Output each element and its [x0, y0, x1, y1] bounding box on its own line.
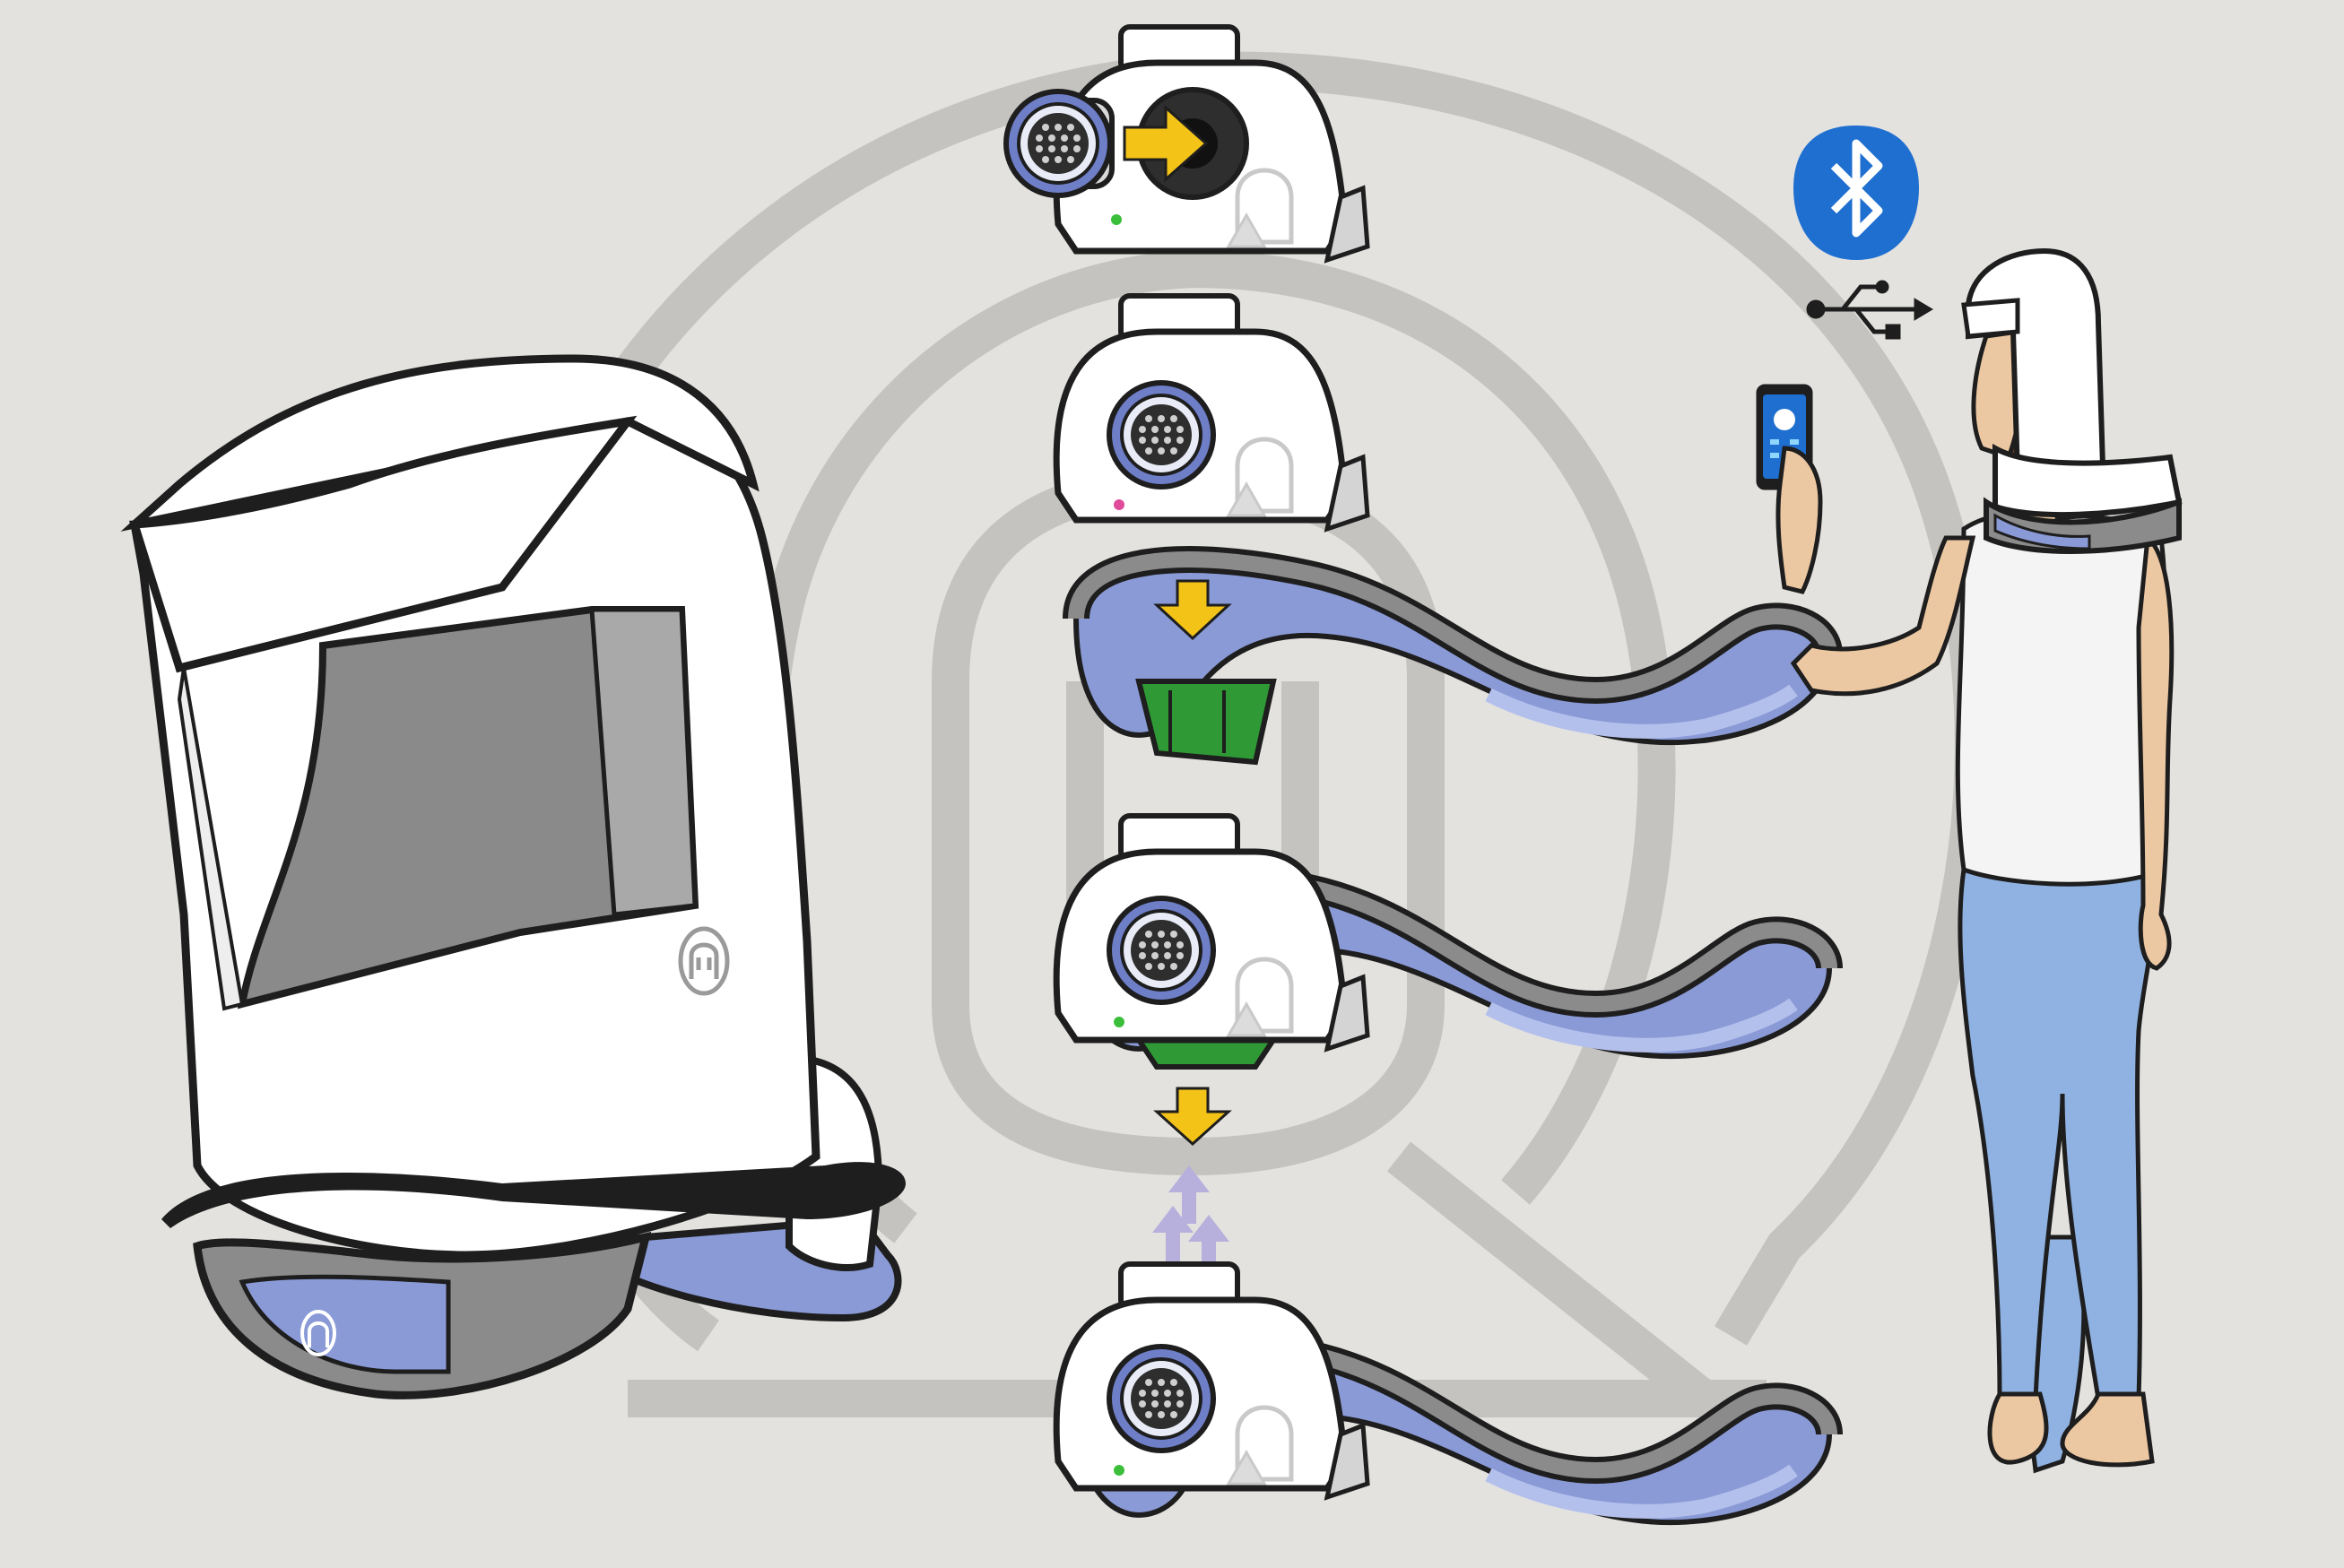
yoke-bay: [1139, 1040, 1273, 1067]
status-led: [1111, 214, 1122, 225]
status-led: [1114, 499, 1124, 510]
user-hood-brim: [1964, 300, 2018, 336]
yoke-bay: [1139, 681, 1273, 762]
status-led: [1114, 1465, 1124, 1476]
bluetooth-icon: [1793, 126, 1919, 260]
filter-cartridge: [1006, 91, 1112, 195]
user-tank-top: [1958, 514, 2165, 884]
user-foot-back: [1990, 1394, 2046, 1462]
status-led: [1114, 1017, 1124, 1027]
